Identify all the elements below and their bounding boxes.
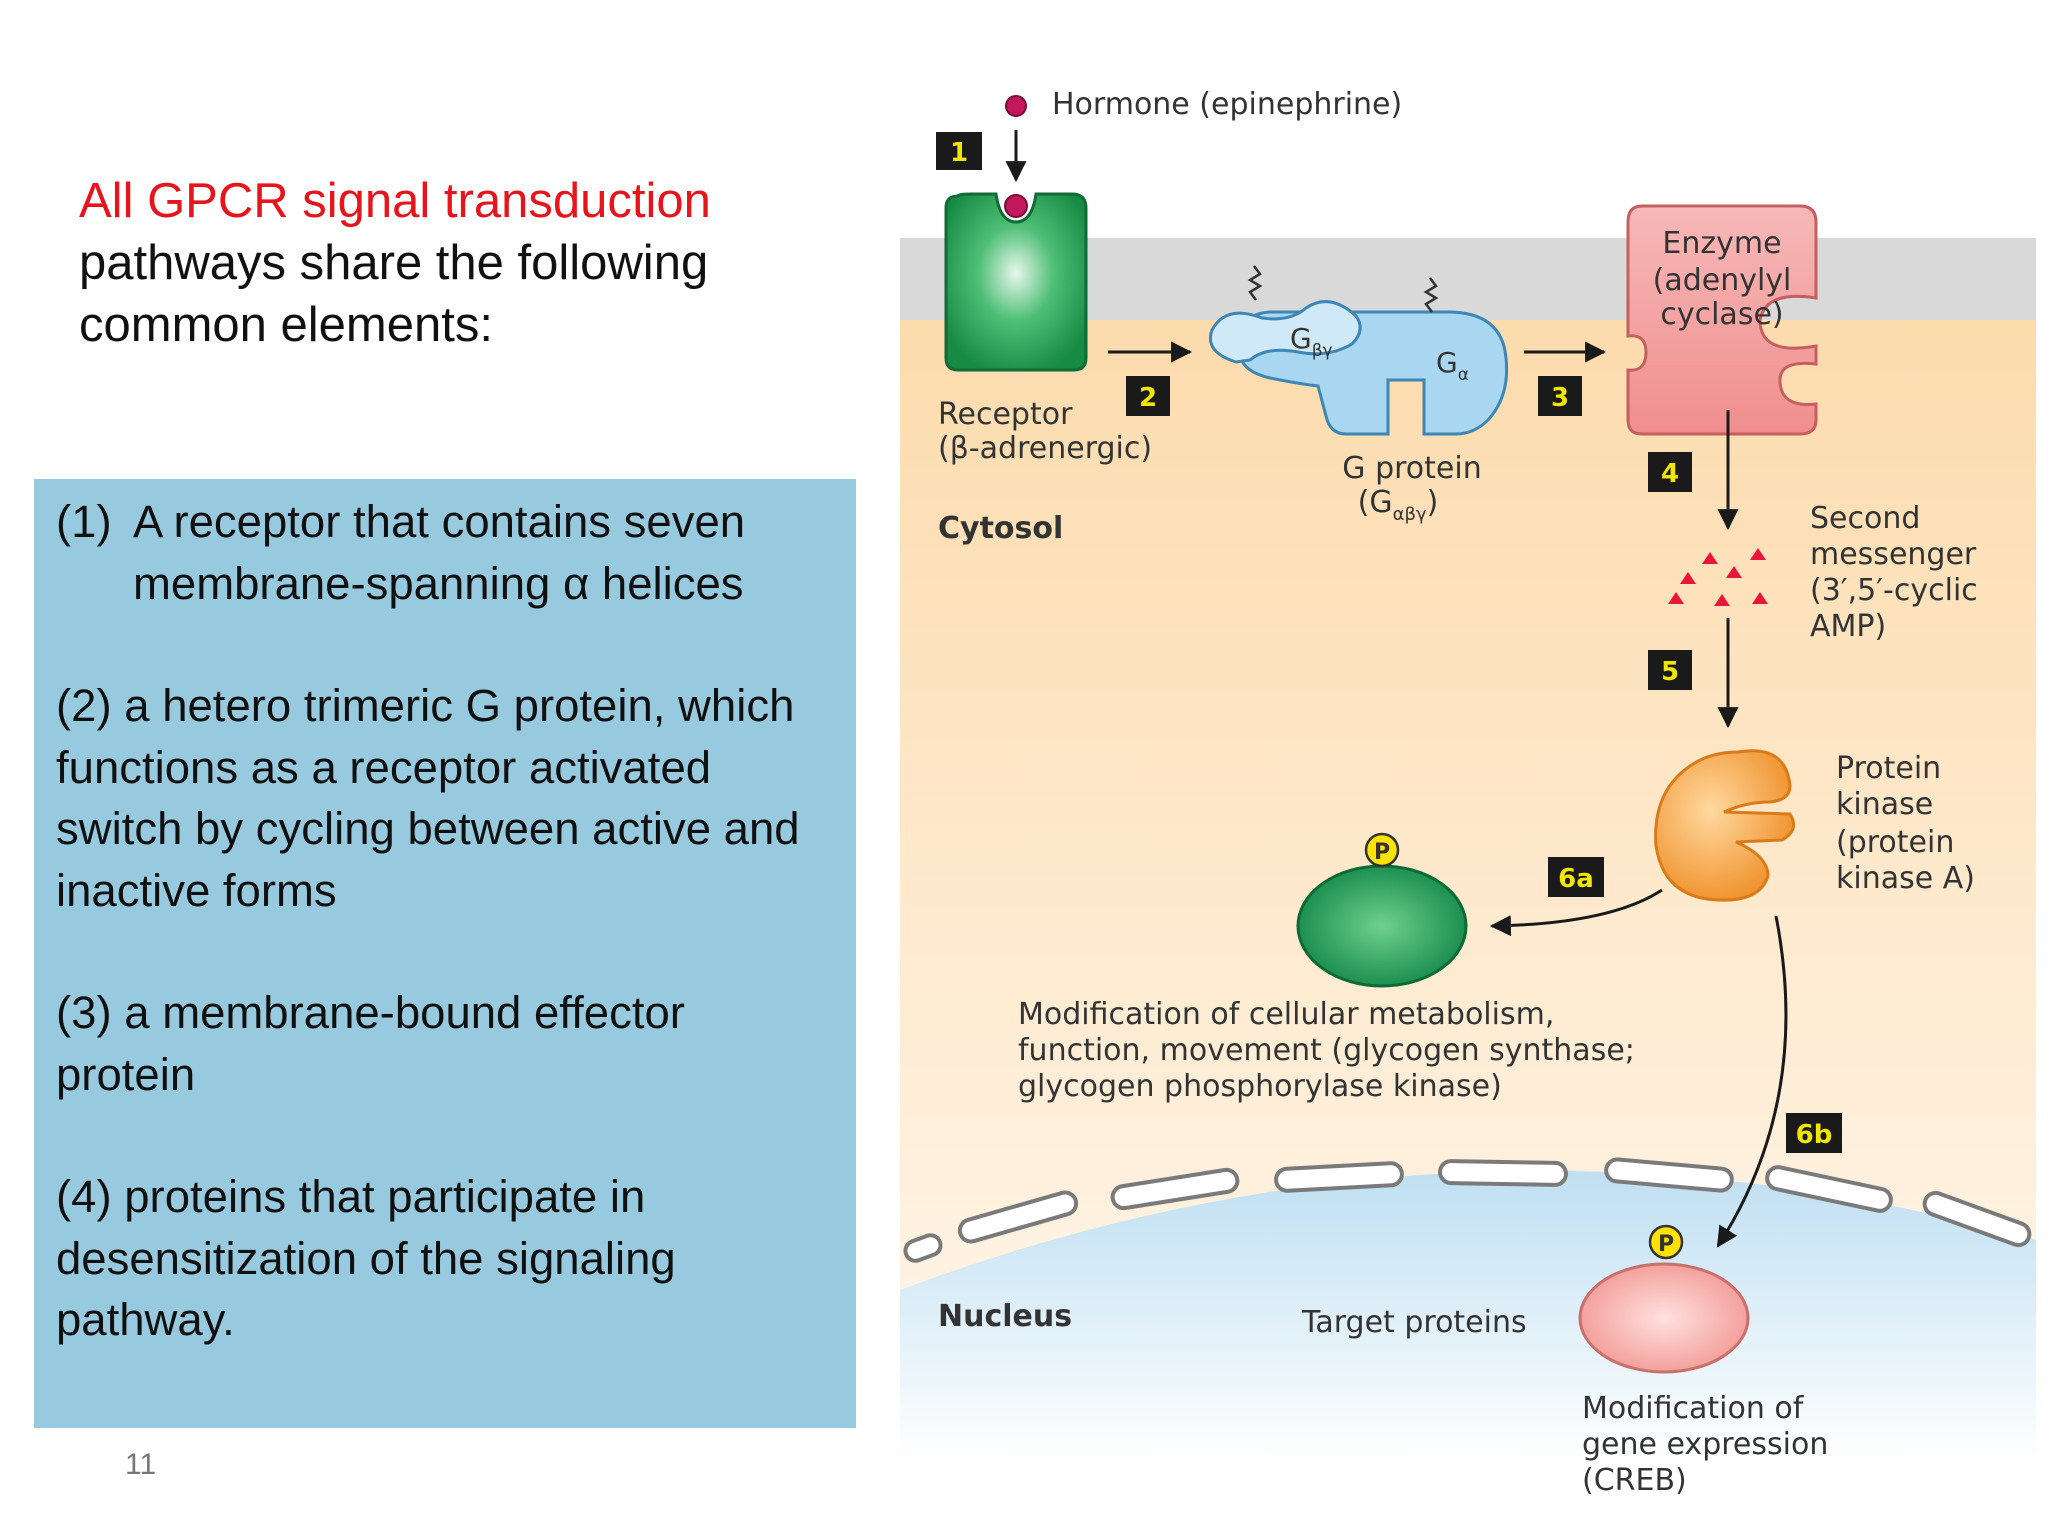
arrow-step-6b xyxy=(1716,915,1788,1248)
cytosol-label: Cytosol xyxy=(938,511,1063,546)
arrow-step-6a xyxy=(1489,888,1663,937)
step-6b-box xyxy=(1786,1113,1842,1153)
receptor-label-line-2: (β-adrenergic) xyxy=(938,431,1152,466)
element-item-3: (3) a membrane-bound effector protein xyxy=(56,987,685,1100)
step-2-label: 2 xyxy=(1139,383,1157,413)
kinase-label-line-1: Protein xyxy=(1836,751,1941,786)
second-messenger-line-1: Second xyxy=(1810,501,1920,536)
enzyme-label-line-3: cyclase) xyxy=(1660,297,1783,332)
second-messenger-line-2: messenger xyxy=(1810,537,1977,572)
heading-highlight: All GPCR signal transduction xyxy=(79,174,711,228)
element-text-line: A receptor that contains seven xyxy=(133,496,746,547)
metabolic-enzyme-shape xyxy=(1296,864,1468,988)
target-proteins-label: Target proteins xyxy=(1301,1305,1527,1340)
gene-expression-line-2: gene expression xyxy=(1582,1427,1828,1462)
step-1-label: 1 xyxy=(950,138,968,168)
heading-line-3: common elements: xyxy=(79,298,493,352)
metabolism-label-line-3: glycogen phosphorylase kinase) xyxy=(1018,1069,1502,1104)
protein-kinase-shape xyxy=(1654,749,1796,902)
lipid-anchor-squiggle xyxy=(1247,265,1263,301)
step-6a-label: 6a xyxy=(1558,864,1594,894)
g-protein-label-line-1: G protein xyxy=(1342,451,1481,486)
kinase-label-line-3: (protein xyxy=(1836,825,1954,860)
phosphate-label: P xyxy=(1374,840,1390,865)
camp-molecules xyxy=(1668,548,1768,606)
nucleus-region xyxy=(900,1170,2036,1460)
gpcr-pathway-diagram: Hormone (epinephrine) 1 2 3 4 5 6a 6b Re… xyxy=(900,87,2036,1498)
element-item-1: (1) A receptor that contains seven membr… xyxy=(56,491,834,614)
step-badges: 1 2 3 4 5 6a 6b xyxy=(936,132,1842,1153)
second-messenger-line-3: (3′,5′-cyclic xyxy=(1810,573,1978,608)
step-3-box xyxy=(1538,376,1582,416)
metabolism-label-line-2: function, movement (glycogen synthase; xyxy=(1018,1033,1635,1068)
hormone-label: Hormone (epinephrine) xyxy=(1052,87,1402,122)
gene-expression-line-1: Modification of xyxy=(1582,1391,1805,1426)
nucleus-label: Nucleus xyxy=(938,1299,1072,1334)
nuclear-envelope xyxy=(903,1157,2032,1263)
g-protein-beta-gamma-shape xyxy=(1209,300,1362,364)
step-5-box xyxy=(1648,650,1692,690)
step-4-label: 4 xyxy=(1661,459,1679,489)
g-protein-label-line-2: (Gαβγ) xyxy=(1358,485,1439,525)
plasma-membrane xyxy=(900,238,2036,320)
second-messenger-line-4: AMP) xyxy=(1810,609,1886,644)
slide-number: 11 xyxy=(125,1448,157,1481)
kinase-label-line-2: kinase xyxy=(1836,787,1933,822)
metabolism-label-line-1: Modification of cellular metabolism, xyxy=(1018,997,1554,1032)
hormone-icon xyxy=(1005,95,1027,117)
lipid-anchor-squiggle xyxy=(1423,277,1439,313)
step-3-label: 3 xyxy=(1551,383,1569,413)
receptor-shape xyxy=(944,192,1088,372)
step-1-box xyxy=(936,132,982,170)
element-number: (1) xyxy=(56,496,112,547)
kinase-label-line-4: kinase A) xyxy=(1836,861,1975,896)
step-6a-box xyxy=(1548,857,1604,897)
step-2-box xyxy=(1126,376,1170,416)
step-6b-label: 6b xyxy=(1796,1120,1833,1150)
elements-panel: (1) A receptor that contains seven membr… xyxy=(34,479,856,1428)
receptor-label-line-1: Receptor xyxy=(938,397,1073,432)
enzyme-label-line-1: Enzyme xyxy=(1662,226,1781,261)
enzyme-label-line-2: (adenylyl xyxy=(1653,263,1792,298)
bound-hormone-icon xyxy=(1004,194,1028,218)
element-text: A receptor that contains seven membrane-… xyxy=(133,491,745,614)
enzyme-shape xyxy=(1626,204,1818,436)
heading-line-2: pathways share the following xyxy=(79,236,709,290)
slide-heading: All GPCR signal transduction pathways sh… xyxy=(79,170,799,356)
target-phosphate-icon xyxy=(1648,1224,1684,1260)
target-phosphate-label: P xyxy=(1658,1232,1674,1257)
element-item-2: (2) a hetero trimeric G protein, which f… xyxy=(56,680,800,916)
step-5-label: 5 xyxy=(1661,657,1679,687)
step-4-box xyxy=(1648,452,1692,492)
g-beta-gamma-label: Gβγ xyxy=(1290,322,1333,361)
element-item-4: (4) proteins that participate in desensi… xyxy=(56,1171,676,1345)
target-protein-shape xyxy=(1578,1262,1750,1374)
gene-expression-line-3: (CREB) xyxy=(1582,1463,1687,1498)
g-alpha-label: Gα xyxy=(1436,346,1469,385)
element-text-line: membrane-spanning α helices xyxy=(133,557,744,609)
phosphate-icon xyxy=(1364,832,1400,868)
